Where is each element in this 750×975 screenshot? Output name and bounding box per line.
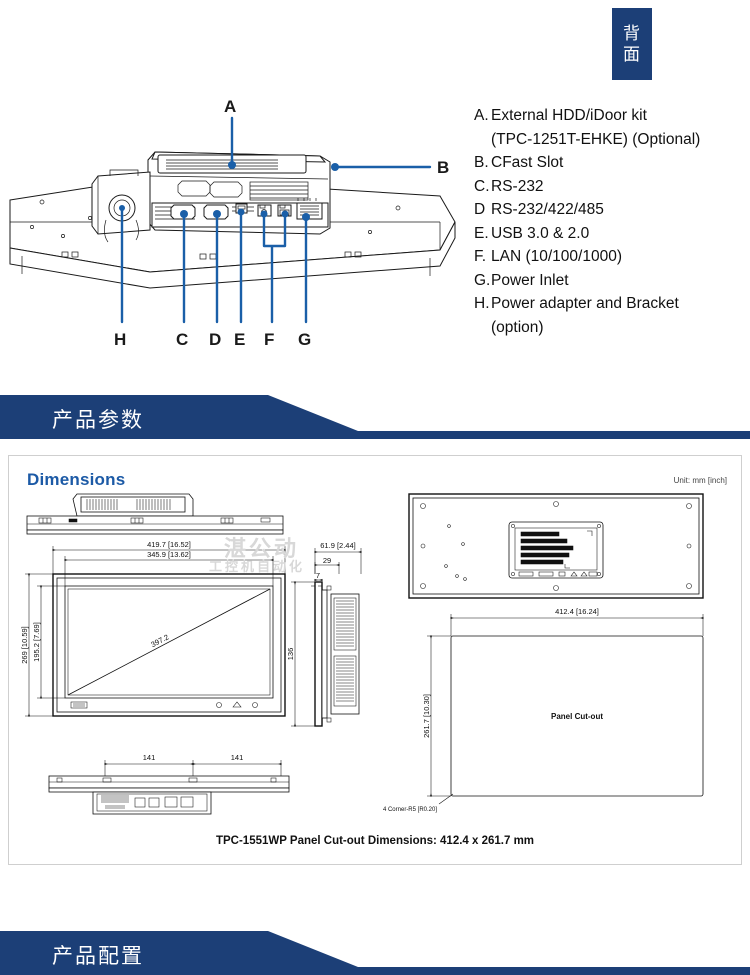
product-rear-illustration: .ln{fill:none;stroke:#1a1a1a;stroke-widt… [0, 100, 460, 360]
legend-text-b: CFast Slot [491, 154, 564, 172]
legend-item-c: C. RS-232 [474, 175, 750, 199]
legend-text-a: External HDD/iDoor kit [491, 107, 647, 124]
svg-text:G: G [298, 330, 311, 349]
legend-key-a: A. [474, 107, 489, 124]
section-banner-specs-label: 产品参数 [52, 409, 144, 432]
legend-text-h: Power adapter and Bracket [491, 295, 679, 313]
legend-text-d: RS-232/422/485 [491, 201, 604, 219]
svg-text:F: F [264, 330, 274, 349]
svg-text:B: B [437, 158, 449, 177]
dimensions-unit-label: Unit: mm [inch] [673, 476, 727, 485]
front-view-outer-height: 269 [10.59] [20, 626, 29, 664]
dimensions-panel: Dimensions Unit: mm [inch] .d{fill:none;… [8, 455, 742, 865]
legend-item-e: E. USB 3.0 & 2.0 [474, 222, 750, 246]
svg-text:H: H [114, 330, 126, 349]
front-view-inner-width: 345.9 [13.62] [147, 550, 191, 559]
legend-key-h: H. [474, 295, 490, 313]
side-view-depth-b: 7 [316, 571, 320, 580]
drawing-side-view: 61.9 [2.44] 29 7 [286, 541, 362, 727]
drawing-front-view: 397.2 419.7 [16.52] 345.9 [13.62] [20, 540, 286, 717]
side-view-height: 136 [286, 648, 295, 661]
dimensions-title: Dimensions [27, 470, 126, 489]
panel-cutout-label: Panel Cut-out [551, 712, 603, 721]
drawing-rear-view [408, 493, 704, 599]
side-view-depth-a: 29 [323, 556, 331, 565]
side-view-total-depth: 61.9 [2.44] [320, 541, 355, 550]
legend-item-a-continued: (TPC-1251T-EHKE) (Optional) [491, 130, 701, 148]
front-view-inner-height: 195.2 [7.69] [32, 622, 41, 662]
rear-view-section: 背 面 .ln{fill:none;stroke:#1a1a1a;stroke-… [0, 0, 750, 395]
side-badge-back-view: 背 面 [612, 8, 652, 80]
legend-text-e: USB 3.0 & 2.0 [491, 224, 590, 242]
dimensions-caption: TPC-1551WP Panel Cut-out Dimensions: 412… [215, 835, 535, 847]
section-banner-config: 产品配置 [0, 931, 750, 975]
legend-key-e: E. [474, 224, 489, 242]
svg-text:C: C [176, 330, 188, 349]
legend-key-f: F. [474, 248, 487, 266]
panel-cutout-width: 412.4 [16.24] [555, 607, 599, 616]
drawing-panel-cutout: Panel Cut-out 412.4 [16.24] 261.7 [10.30… [383, 607, 704, 813]
side-badge-char-1: 背 [623, 23, 641, 43]
svg-text:E: E [234, 330, 245, 349]
svg-text:D: D [209, 330, 221, 349]
section-banner-specs: 产品参数 [0, 395, 750, 439]
legend-item-g: G. Power Inlet [474, 269, 750, 293]
bottom-view-pitch-right: 141 [231, 753, 244, 762]
section-banner-config-label: 产品配置 [52, 945, 144, 968]
front-view-outer-width: 419.7 [16.52] [147, 540, 191, 549]
legend-key-c: C. [474, 177, 490, 195]
legend-item-d: D RS-232/422/485 [474, 198, 750, 222]
legend-item-h-continued: (option) [491, 318, 544, 336]
legend-list: A. External HDD/iDoor kit (TPC-1251T-EHK… [474, 104, 750, 339]
legend-key-d: D [474, 201, 486, 219]
svg-text:A: A [224, 100, 236, 116]
legend-key-g: G. [474, 271, 491, 289]
legend-item-h: H. Power adapter and Bracket [474, 292, 750, 316]
dimensions-drawings: .d{fill:none;stroke:#111;stroke-width:.8… [9, 486, 743, 831]
drawing-bottom-view: 141 141 [48, 753, 290, 815]
panel-cutout-corner-note: 4 Corner-R5 [R0.20] [383, 807, 437, 813]
bottom-view-pitch-left: 141 [143, 753, 156, 762]
side-badge-char-2: 面 [623, 45, 641, 64]
legend-text-g: Power Inlet [491, 271, 569, 289]
drawing-top-view [26, 493, 284, 535]
legend-text-f: LAN (10/100/1000) [491, 248, 622, 266]
legend-key-b: B. [474, 154, 489, 172]
legend-item-b: B. CFast Slot [474, 151, 750, 175]
legend-item-a: A. External HDD/iDoor kit [474, 104, 750, 128]
legend-text-c: RS-232 [491, 177, 544, 195]
legend-item-f: F. LAN (10/100/1000) [474, 245, 750, 269]
panel-cutout-height: 261.7 [10.30] [422, 694, 431, 738]
